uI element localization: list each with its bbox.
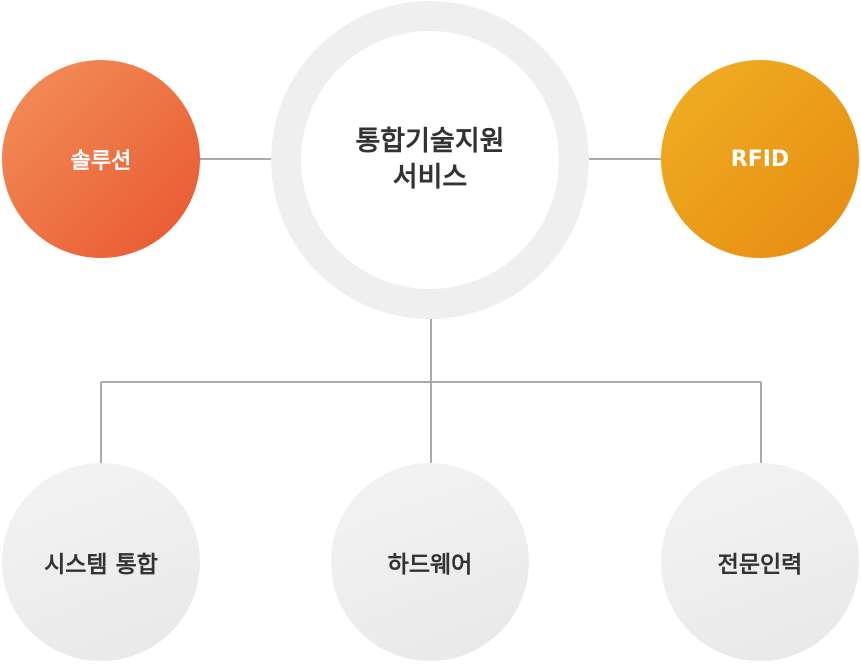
system-integration-node: 시스템 통합 bbox=[2, 463, 200, 661]
center-node-title-line2: 서비스 bbox=[392, 162, 468, 193]
solution-node-label: 솔루션 bbox=[70, 149, 132, 174]
center-node: 통합기술지원 서비스 bbox=[301, 31, 559, 289]
system-integration-node-label: 시스템 통합 bbox=[44, 552, 158, 578]
expert-staff-node-label: 전문인력 bbox=[717, 552, 803, 578]
hardware-node-label: 하드웨어 bbox=[387, 552, 473, 578]
expert-staff-node: 전문인력 bbox=[661, 463, 859, 661]
solution-node: 솔루션 bbox=[2, 60, 200, 258]
rfid-node: RFID bbox=[661, 60, 859, 258]
rfid-node-label: RFID bbox=[730, 146, 790, 172]
hardware-node: 하드웨어 bbox=[331, 463, 529, 661]
center-node-title-line1: 통합기술지원 bbox=[355, 126, 505, 157]
